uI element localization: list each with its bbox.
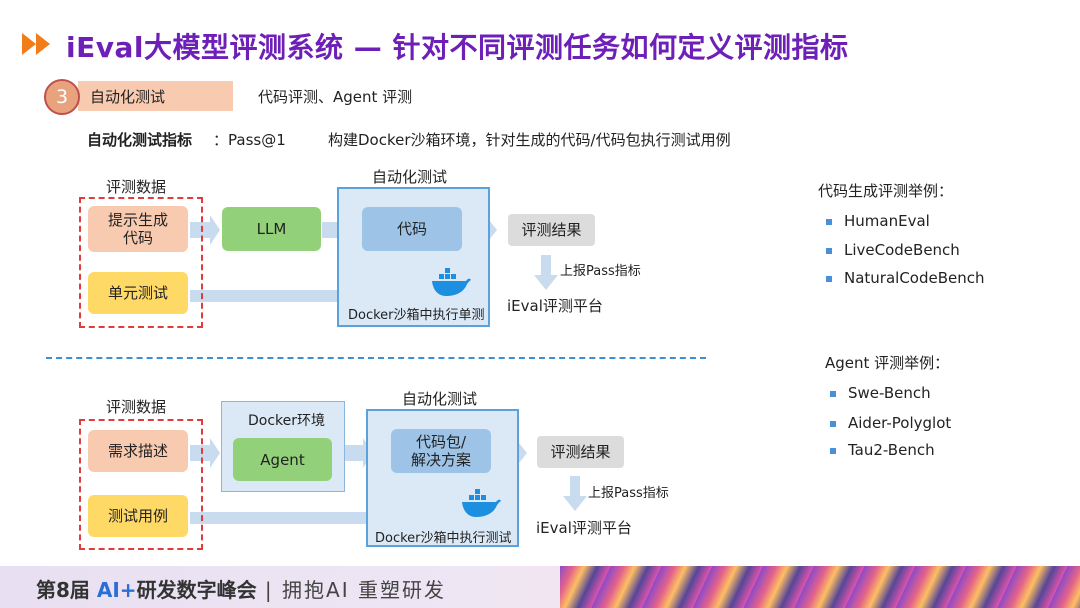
step-label-box xyxy=(78,81,233,111)
code-example-item: NaturalCodeBench xyxy=(826,269,985,287)
top-data-title: 评测数据 xyxy=(106,178,167,196)
footer-slogan: 拥抱AI 重塑研发 xyxy=(282,578,446,602)
bottom-env-title: Docker环境 xyxy=(248,413,326,429)
title-arrows-icon xyxy=(22,33,50,55)
metric-description: 构建Docker沙箱环境，针对生成的代码/代码包执行测试用例 xyxy=(328,131,731,149)
top-input-prompt: 提示生成 代码 xyxy=(88,206,188,252)
metric-label: 自动化测试指标 xyxy=(87,131,193,149)
top-result: 评测结果 xyxy=(508,214,595,246)
bottom-artifact-package: 代码包/ 解决方案 xyxy=(391,429,491,473)
top-input-unittest: 单元测试 xyxy=(88,272,188,314)
top-auto-title: 自动化测试 xyxy=(372,168,448,186)
arrow-input-to-llm xyxy=(190,215,220,245)
bullet-icon xyxy=(830,420,836,427)
footer-brand: 第8届 AI+研发数字峰会 | 拥抱AI 重塑研发 xyxy=(36,578,446,602)
bottom-artifact-line1: 代码包/ xyxy=(415,433,467,451)
bullet-icon xyxy=(830,390,836,397)
agent-example-item: Tau2-Bench xyxy=(830,441,935,459)
bottom-sandbox-caption: Docker沙箱中执行测试 xyxy=(375,531,512,546)
agent-examples-title: Agent 评测举例： xyxy=(825,354,950,372)
bottom-data-title: 评测数据 xyxy=(106,398,167,416)
code-examples-title: 代码生成评测举例： xyxy=(818,182,954,200)
top-model-llm: LLM xyxy=(222,207,321,251)
agent-example-item: Aider-Polyglot xyxy=(830,414,951,432)
bottom-artifact-line2: 解决方案 xyxy=(410,451,471,469)
step-description: 代码评测、Agent 评测 xyxy=(258,88,413,106)
arrow-result-to-platform xyxy=(534,255,558,290)
bottom-data-group xyxy=(79,419,203,550)
bottom-platform: iEval评测平台 xyxy=(536,519,632,537)
top-report-label: 上报Pass指标 xyxy=(560,264,641,279)
arrow-demand-to-agent xyxy=(190,438,220,468)
top-sandbox-caption: Docker沙箱中执行单测 xyxy=(348,308,485,323)
top-input-prompt-line2: 代码 xyxy=(122,229,153,247)
bullet-icon xyxy=(826,218,832,225)
top-platform: iEval评测平台 xyxy=(507,297,603,315)
top-artifact-code: 代码 xyxy=(362,207,462,251)
arrow-result2-to-platform xyxy=(563,476,587,511)
bottom-report-label: 上报Pass指标 xyxy=(588,486,669,501)
bottom-input-demand: 需求描述 xyxy=(88,430,188,472)
bottom-model-agent: Agent xyxy=(233,438,332,481)
code-example-item: HumanEval xyxy=(826,212,930,230)
bottom-input-testcase: 测试用例 xyxy=(88,495,188,537)
step-number-badge: 3 xyxy=(44,79,80,115)
agent-example-item: Swe-Bench xyxy=(830,384,931,402)
bullet-icon xyxy=(830,447,836,454)
top-input-prompt-line1: 提示生成 xyxy=(107,211,168,229)
bullet-icon xyxy=(826,247,832,254)
docker-whale-icon xyxy=(462,489,501,517)
bullet-icon xyxy=(826,275,832,282)
footer-decoration xyxy=(560,566,1080,608)
page-title: iEval大模型评测系统 — 针对不同评测任务如何定义评测指标 xyxy=(66,31,849,64)
top-data-group xyxy=(79,197,203,328)
metric-value: ：Pass@1 xyxy=(213,131,286,149)
step-label: 自动化测试 xyxy=(90,88,166,106)
section-divider xyxy=(46,357,706,359)
code-example-item: LiveCodeBench xyxy=(826,241,960,259)
bottom-auto-title: 自动化测试 xyxy=(402,390,478,408)
bottom-result: 评测结果 xyxy=(537,436,624,468)
docker-whale-icon xyxy=(432,268,471,296)
